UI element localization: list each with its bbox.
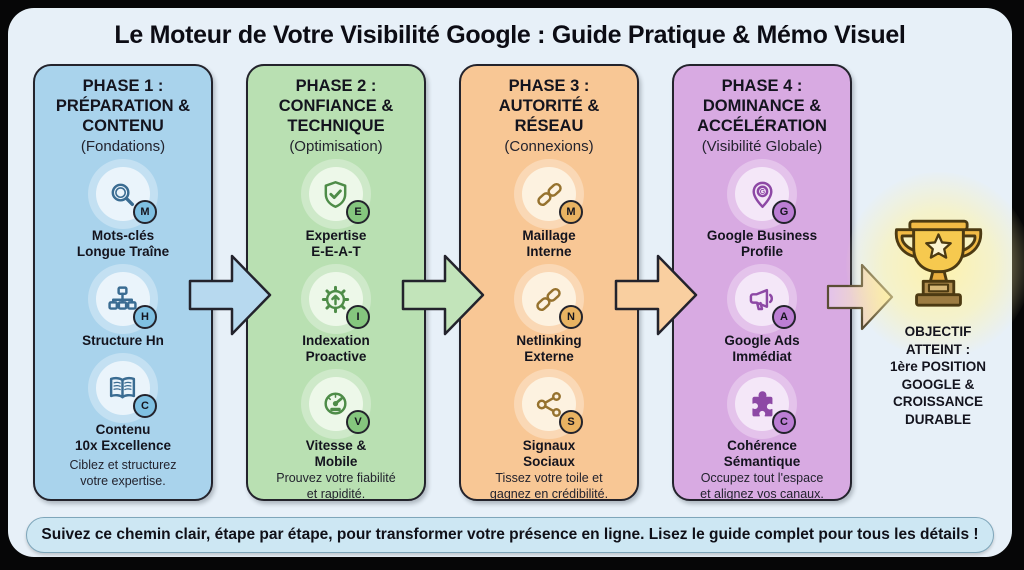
item-badge: N <box>558 305 583 330</box>
share-nodes-icon: S <box>522 377 583 435</box>
shield-check-icon: E <box>308 167 370 225</box>
list-item: E Expertise E-E-A-T <box>305 164 370 260</box>
phase-3-column: PHASE 3 : AUTORITÉ & RÉSEAU (Connexions)… <box>459 64 639 501</box>
list-item: A Google Ads Immédiat <box>724 269 800 365</box>
item-badge: I <box>345 305 370 330</box>
item-badge: M <box>559 200 583 225</box>
trophy-icon <box>894 219 982 307</box>
list-item: C Cohérence Sémantique <box>723 374 801 470</box>
goal-section: OBJECTIF ATTEINT : 1ère POSITION GOOGLE … <box>846 172 1024 428</box>
speedometer-icon: V <box>308 377 370 435</box>
item-badge: C <box>132 394 157 419</box>
phase-4-footer: Occupez tout l'espace et alignez vos can… <box>700 470 824 502</box>
item-label: Google Ads Immédiat <box>724 333 800 365</box>
item-label: Cohérence Sémantique <box>723 438 801 469</box>
chain-link-icon: N <box>521 272 583 330</box>
phase-2-column: PHASE 2 : CONFIANCE & TECHNIQUE (Optimis… <box>246 64 426 501</box>
item-label: Mots-clés Longue Traîne <box>76 228 170 260</box>
phase-4-heading: PHASE 4 : DOMINANCE & ACCÉLÉRATION <box>697 77 827 135</box>
item-badge: A <box>771 305 796 330</box>
phase-3-footer: Tissez votre toile et gagnez en crédibil… <box>489 470 609 502</box>
megaphone-icon: A <box>734 272 796 330</box>
item-badge: E <box>345 200 370 225</box>
phase-1-heading: PHASE 1 : PRÉPARATION & CONTENU <box>55 77 191 135</box>
list-item: M Mots-clés Longue Traîne <box>77 164 169 260</box>
open-book-icon: C <box>95 361 157 419</box>
list-item: S Signaux Sociaux <box>522 374 583 470</box>
list-item: M Maillage Interne <box>522 164 583 260</box>
item-label: Netlinking Externe <box>516 333 582 365</box>
item-badge: S <box>559 410 583 435</box>
item-label: Expertise E-E-A-T <box>305 228 367 260</box>
infographic-card: Le Moteur de Votre Visibilité Google : G… <box>8 8 1024 557</box>
list-item: V Vitesse & Mobile <box>305 374 370 470</box>
goal-label: OBJECTIF ATTEINT : 1ère POSITION GOOGLE … <box>889 324 987 427</box>
list-item: I Indexation Proactive <box>302 269 370 365</box>
flow-arrow-icon <box>614 254 698 336</box>
phase-1-column: PHASE 1 : PRÉPARATION & CONTENU (Fondati… <box>33 64 213 501</box>
list-item: C Contenu 10x Excellence <box>75 358 171 454</box>
phase-4-subtitle: (Visibilité Globale) <box>701 138 823 156</box>
item-badge: G <box>772 200 796 225</box>
phase-4-column: PHASE 4 : DOMINANCE & ACCÉLÉRATION (Visi… <box>672 64 852 501</box>
item-label: Google Business Profile <box>706 228 818 260</box>
item-badge: M <box>132 200 157 225</box>
item-badge: V <box>345 410 370 435</box>
item-badge: C <box>772 410 796 435</box>
page-title: Le Moteur de Votre Visibilité Google : G… <box>114 21 906 49</box>
item-label: Contenu 10x Excellence <box>74 422 172 454</box>
sitemap-icon: H <box>95 272 157 330</box>
phase-1-subtitle: (Fondations) <box>80 138 166 156</box>
footer-banner-text: Suivez ce chemin clair, étape par étape,… <box>41 526 979 543</box>
map-pin-icon: G G <box>735 167 796 225</box>
item-label: Maillage Interne <box>522 228 576 260</box>
phase-2-footer: Prouvez votre fiabilité et rapidité. <box>276 470 396 502</box>
phase-3-subtitle: (Connexions) <box>504 138 594 156</box>
magnifier-icon: M <box>95 167 157 225</box>
chain-link-icon: M <box>522 167 583 225</box>
item-label: Vitesse & Mobile <box>305 438 367 469</box>
item-label: Structure Hn <box>82 333 164 349</box>
phase-2-subtitle: (Optimisation) <box>289 138 383 156</box>
item-label: Indexation Proactive <box>302 333 370 365</box>
gear-arrow-icon: I <box>308 272 370 330</box>
item-badge: H <box>132 305 157 330</box>
list-item: G G Google Business Profile <box>707 164 817 260</box>
item-label: Signaux Sociaux <box>522 438 576 469</box>
footer-banner: Suivez ce chemin clair, étape par étape,… <box>26 517 994 553</box>
flow-arrow-icon <box>188 254 272 336</box>
svg-text:G: G <box>759 189 764 196</box>
puzzle-icon: C <box>735 377 796 435</box>
phase-3-heading: PHASE 3 : AUTORITÉ & RÉSEAU <box>498 77 600 135</box>
list-item: N Netlinking Externe <box>516 269 583 365</box>
phase-2-heading: PHASE 2 : CONFIANCE & TECHNIQUE <box>278 77 394 135</box>
flow-arrow-icon <box>401 254 485 336</box>
phase-1-footer: Ciblez et structurez votre expertise. <box>69 457 177 488</box>
list-item: H Structure Hn <box>82 269 164 349</box>
